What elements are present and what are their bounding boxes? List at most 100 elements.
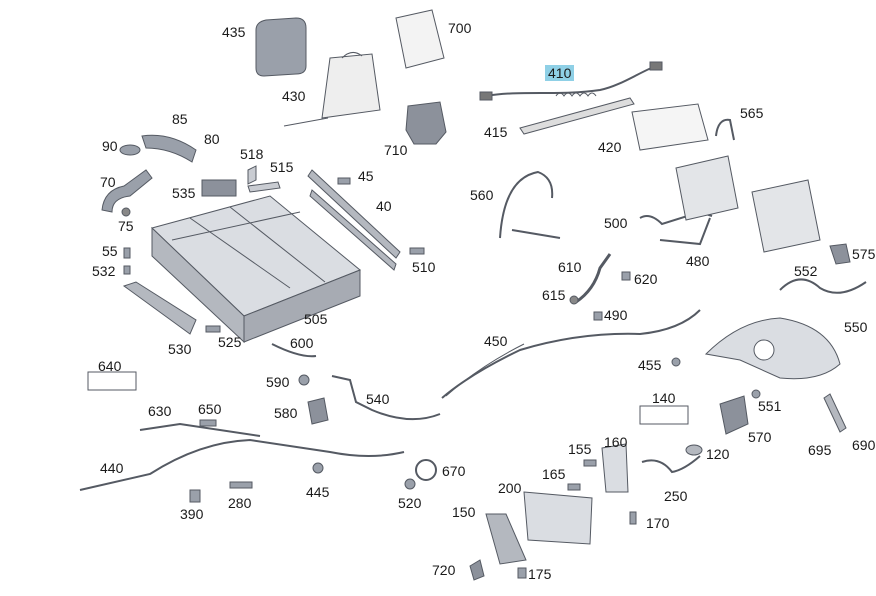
label-200[interactable]: 200 <box>498 480 522 496</box>
part-530-bracket <box>122 281 197 335</box>
label-630[interactable]: 630 <box>148 403 172 419</box>
part-390-bolt <box>189 489 201 503</box>
part-40-rail <box>307 169 401 259</box>
label-160[interactable]: 160 <box>604 434 628 450</box>
label-650[interactable]: 650 <box>198 401 222 417</box>
part-175-bolt <box>517 567 527 579</box>
label-535[interactable]: 535 <box>172 185 196 201</box>
part-140-label <box>639 405 689 425</box>
label-430[interactable]: 430 <box>282 88 306 104</box>
label-455[interactable]: 455 <box>638 357 662 373</box>
label-435[interactable]: 435 <box>222 24 246 40</box>
label-55[interactable]: 55 <box>102 243 118 259</box>
label-40[interactable]: 40 <box>376 198 392 214</box>
label-165[interactable]: 165 <box>542 466 566 482</box>
label-575[interactable]: 575 <box>852 246 876 262</box>
label-695[interactable]: 695 <box>808 442 832 458</box>
part-55-bolt <box>123 247 131 259</box>
label-532[interactable]: 532 <box>92 263 116 279</box>
part-445-nut <box>312 462 324 474</box>
label-551[interactable]: 551 <box>758 398 782 414</box>
part-520-nut <box>404 478 416 490</box>
label-552[interactable]: 552 <box>794 263 818 279</box>
label-80[interactable]: 80 <box>204 131 220 147</box>
label-600[interactable]: 600 <box>290 335 314 351</box>
part-415-strap <box>519 97 635 135</box>
part-580-bracket <box>307 397 329 425</box>
part-720-clip <box>469 559 485 581</box>
part-420-case <box>631 103 709 151</box>
part-155-bolt <box>583 459 597 467</box>
label-90[interactable]: 90 <box>102 138 118 154</box>
label-670[interactable]: 670 <box>442 463 466 479</box>
label-440[interactable]: 440 <box>100 460 124 476</box>
label-505[interactable]: 505 <box>304 311 328 327</box>
label-610[interactable]: 610 <box>558 259 582 275</box>
label-690[interactable]: 690 <box>852 437 876 453</box>
part-590-nut <box>298 374 310 386</box>
label-530[interactable]: 530 <box>168 341 192 357</box>
label-700[interactable]: 700 <box>448 20 472 36</box>
part-80-hose <box>141 134 197 163</box>
label-500[interactable]: 500 <box>604 215 628 231</box>
label-640[interactable]: 640 <box>98 358 122 374</box>
label-155[interactable]: 155 <box>568 441 592 457</box>
label-490[interactable]: 490 <box>604 307 628 323</box>
label-120[interactable]: 120 <box>706 446 730 462</box>
part-160-bracket <box>601 443 629 493</box>
part-75-clip <box>121 207 131 217</box>
label-85[interactable]: 85 <box>172 111 188 127</box>
label-550[interactable]: 550 <box>844 319 868 335</box>
label-415[interactable]: 415 <box>484 124 508 140</box>
part-575-sensor <box>829 243 851 265</box>
label-280[interactable]: 280 <box>228 495 252 511</box>
part-455-nut <box>671 357 681 367</box>
part-module-a <box>675 155 739 221</box>
label-45[interactable]: 45 <box>358 168 374 184</box>
part-490-bolt <box>593 311 603 321</box>
label-615[interactable]: 615 <box>542 287 566 303</box>
label-518[interactable]: 518 <box>240 146 264 162</box>
label-520[interactable]: 520 <box>398 495 422 511</box>
part-670-ring <box>415 459 437 481</box>
label-410[interactable]: 410 <box>545 65 575 81</box>
label-525[interactable]: 525 <box>218 334 242 350</box>
label-250[interactable]: 250 <box>664 488 688 504</box>
part-560-harness <box>499 170 561 239</box>
label-75[interactable]: 75 <box>118 218 134 234</box>
label-540[interactable]: 540 <box>366 391 390 407</box>
label-480[interactable]: 480 <box>686 253 710 269</box>
label-140[interactable]: 140 <box>652 390 676 406</box>
part-610-hose <box>575 253 612 304</box>
label-445[interactable]: 445 <box>306 484 330 500</box>
part-620-bolt <box>621 271 631 281</box>
label-580[interactable]: 580 <box>274 405 298 421</box>
label-720[interactable]: 720 <box>432 562 456 578</box>
label-450[interactable]: 450 <box>484 333 508 349</box>
label-620[interactable]: 620 <box>634 271 658 287</box>
part-250-hose <box>641 455 701 474</box>
part-552-harness <box>779 278 867 294</box>
part-450-harness <box>441 309 701 399</box>
label-510[interactable]: 510 <box>412 259 436 275</box>
part-710-reservoir <box>405 101 447 145</box>
label-390[interactable]: 390 <box>180 506 204 522</box>
label-420[interactable]: 420 <box>598 139 622 155</box>
label-570[interactable]: 570 <box>748 429 772 445</box>
part-440-harness <box>79 438 405 491</box>
part-640-label <box>87 371 137 391</box>
label-170[interactable]: 170 <box>646 515 670 531</box>
label-565[interactable]: 565 <box>740 105 764 121</box>
label-70[interactable]: 70 <box>100 174 116 190</box>
part-500-cable <box>639 210 713 226</box>
part-70-hose <box>101 169 153 213</box>
part-695-rod <box>823 393 847 433</box>
label-515[interactable]: 515 <box>270 159 294 175</box>
part-700-manual <box>395 9 445 69</box>
label-710[interactable]: 710 <box>384 142 408 158</box>
label-175[interactable]: 175 <box>528 566 552 582</box>
label-560[interactable]: 560 <box>470 187 494 203</box>
label-590[interactable]: 590 <box>266 374 290 390</box>
label-150[interactable]: 150 <box>452 504 476 520</box>
